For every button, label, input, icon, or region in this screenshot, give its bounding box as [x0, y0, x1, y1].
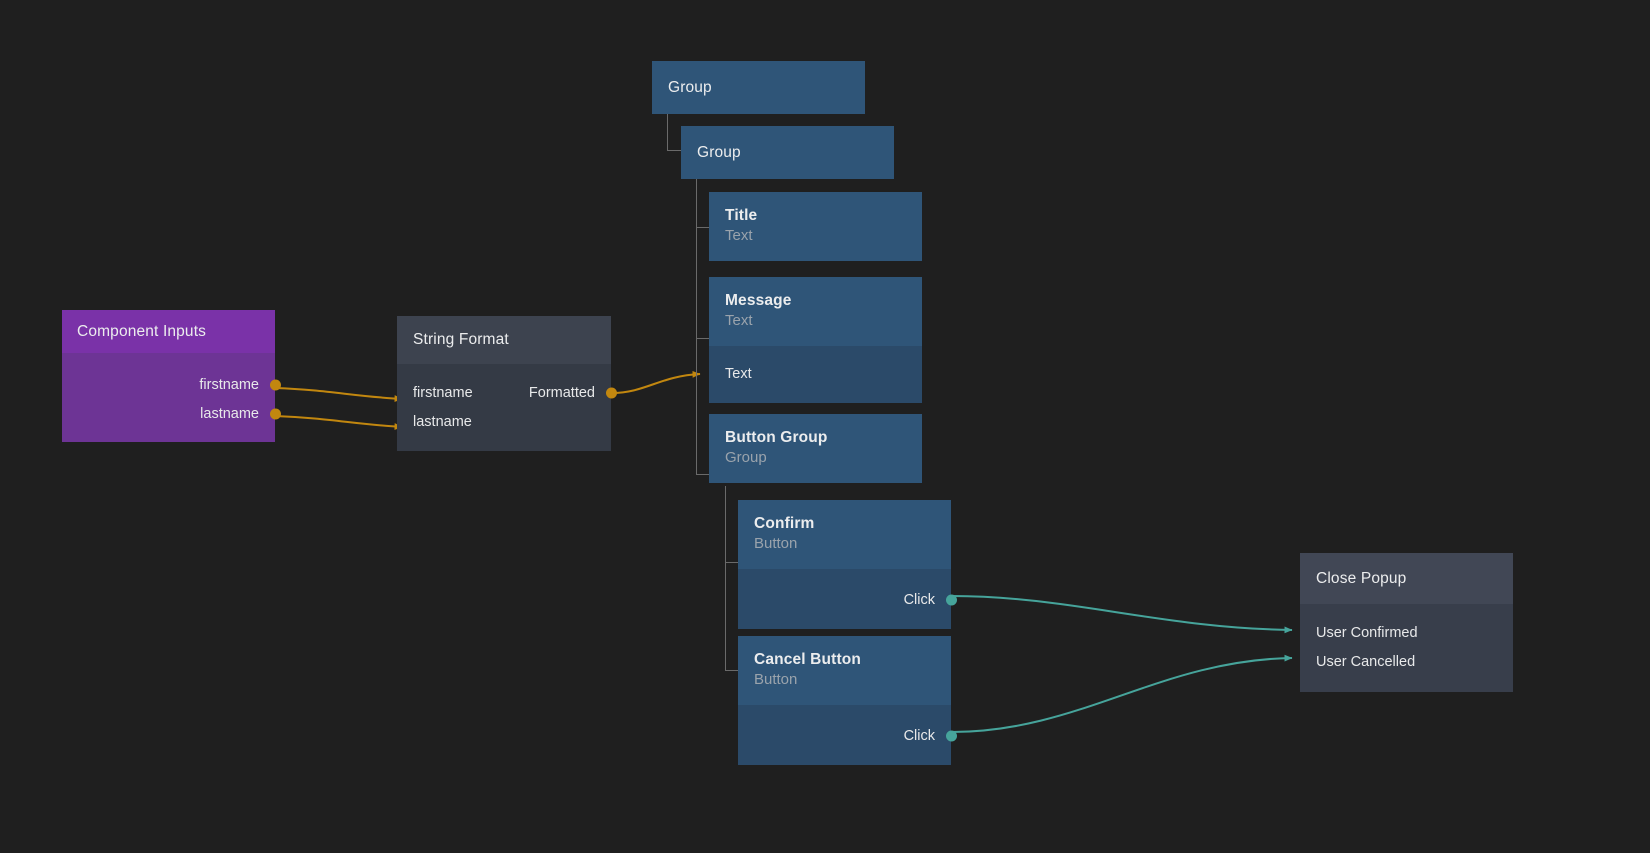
wire-confirm-click-to-user-confirmed: [951, 595, 1293, 634]
node-button-group[interactable]: Button Group Group: [709, 414, 922, 483]
node-confirm-button-header[interactable]: Confirm Button: [738, 500, 951, 569]
output-port-formatted-dot[interactable]: [605, 387, 617, 399]
node-message-subtitle: Text: [725, 312, 753, 330]
input-port-firstname-label: firstname: [413, 384, 473, 401]
input-port-lastname-label: lastname: [413, 413, 472, 430]
node-cancel-button[interactable]: Cancel Button Button Click: [738, 636, 957, 765]
tree-connector-branch-confirm: [725, 562, 738, 563]
node-message[interactable]: Message Text Text: [709, 277, 922, 403]
input-port-user-confirmed[interactable]: User Confirmed: [1300, 618, 1513, 647]
node-button-group-header[interactable]: Button Group Group: [709, 414, 922, 483]
tree-connector-horizontal-outer: [667, 150, 681, 151]
input-port-user-cancelled-label: User Cancelled: [1316, 653, 1416, 670]
node-group-outer-title: Group: [668, 79, 712, 96]
input-port-firstname[interactable]: firstname Formatted: [397, 378, 617, 407]
node-cancel-button-title: Cancel Button: [754, 651, 862, 668]
node-component-inputs-body: firstname lastname: [62, 353, 281, 443]
node-close-popup[interactable]: Close Popup User Confirmed User Cancelle…: [1300, 553, 1513, 693]
tree-connector-vertical-outer: [667, 110, 668, 151]
input-port-lastname[interactable]: lastname: [397, 407, 611, 436]
tree-connector-vertical-button-group: [725, 486, 726, 671]
wire-cancel-click-to-user-cancelled: [951, 654, 1293, 733]
node-title-subtitle: Text: [725, 227, 753, 245]
node-cancel-button-subtitle: Button: [754, 671, 798, 689]
output-port-cancel-click[interactable]: Click: [738, 722, 957, 751]
node-string-format-header[interactable]: String Format: [397, 316, 611, 365]
wire-lastname: [274, 415, 403, 430]
output-port-lastname-label: lastname: [200, 405, 259, 422]
node-confirm-button-subtitle: Button: [754, 535, 798, 553]
node-string-format-body: firstname Formatted lastname: [397, 364, 617, 452]
node-cancel-button-body: Click: [738, 704, 957, 765]
node-close-popup-body: User Confirmed User Cancelled: [1300, 604, 1513, 693]
output-port-confirm-click-dot[interactable]: [945, 594, 957, 606]
node-confirm-button-title: Confirm: [754, 515, 815, 532]
input-port-message-text[interactable]: Text: [709, 360, 922, 389]
tree-connector-vertical-inner: [696, 176, 697, 475]
tree-connector-branch-button-group: [696, 474, 709, 475]
node-message-title: Message: [725, 292, 792, 309]
node-group-outer-header[interactable]: Group: [652, 61, 865, 115]
node-group-outer[interactable]: Group: [652, 61, 865, 115]
node-button-group-title: Button Group: [725, 429, 828, 446]
output-port-firstname[interactable]: firstname: [62, 370, 281, 399]
output-port-confirm-click[interactable]: Click: [738, 586, 957, 615]
input-port-user-cancelled[interactable]: User Cancelled: [1300, 647, 1513, 676]
node-close-popup-title: Close Popup: [1316, 570, 1407, 587]
node-title[interactable]: Title Text: [709, 192, 922, 261]
input-port-message-text-label: Text: [725, 366, 752, 383]
node-component-inputs-title: Component Inputs: [77, 323, 207, 340]
output-port-formatted-label: Formatted: [528, 384, 595, 401]
node-button-group-subtitle: Group: [725, 449, 767, 467]
tree-connector-branch-message: [696, 338, 709, 339]
output-port-lastname-dot[interactable]: [269, 408, 281, 420]
node-group-inner-header[interactable]: Group: [681, 126, 894, 180]
wire-formatted-to-message-text: [611, 370, 701, 394]
output-port-cancel-click-dot[interactable]: [945, 730, 957, 742]
node-group-inner[interactable]: Group: [681, 126, 894, 180]
output-port-lastname[interactable]: lastname: [62, 399, 281, 428]
tree-connector-branch-title: [696, 227, 709, 228]
wire-firstname: [274, 387, 403, 402]
node-title-header[interactable]: Title Text: [709, 192, 922, 261]
node-close-popup-header[interactable]: Close Popup: [1300, 553, 1513, 605]
node-cancel-button-header[interactable]: Cancel Button Button: [738, 636, 951, 705]
node-message-body: Text: [709, 345, 922, 403]
node-confirm-button[interactable]: Confirm Button Click: [738, 500, 957, 629]
node-component-inputs[interactable]: Component Inputs firstname lastname: [62, 310, 281, 443]
node-string-format[interactable]: String Format firstname Formatted lastna…: [397, 316, 617, 452]
node-group-inner-title: Group: [697, 144, 741, 161]
output-port-firstname-dot[interactable]: [269, 379, 281, 391]
node-confirm-button-body: Click: [738, 568, 957, 629]
input-port-user-confirmed-label: User Confirmed: [1316, 624, 1418, 641]
node-string-format-title: String Format: [413, 331, 509, 348]
node-message-header[interactable]: Message Text: [709, 277, 922, 346]
output-port-cancel-click-label: Click: [903, 728, 935, 745]
node-component-inputs-header[interactable]: Component Inputs: [62, 310, 275, 354]
output-port-confirm-click-label: Click: [903, 592, 935, 609]
node-title-title: Title: [725, 207, 758, 224]
tree-connector-branch-cancel: [725, 670, 738, 671]
output-port-firstname-label: firstname: [199, 376, 259, 393]
